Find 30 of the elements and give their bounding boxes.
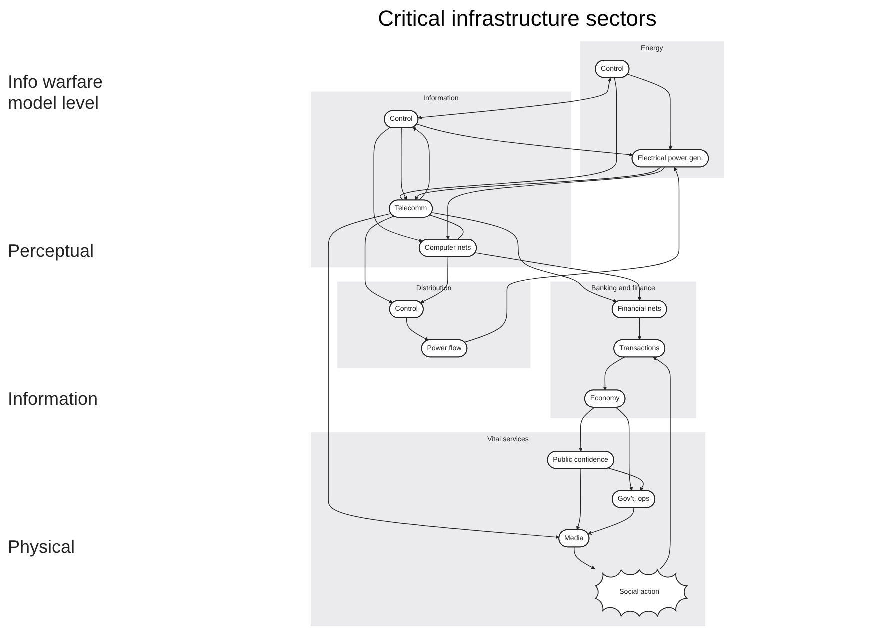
arrow — [415, 167, 662, 201]
arrow — [475, 252, 642, 302]
axis-heading: Info warfare model level — [8, 72, 104, 114]
arrow — [406, 318, 429, 341]
connector — [430, 214, 464, 240]
arrow — [464, 167, 680, 343]
arrow — [574, 547, 596, 570]
arrow — [374, 127, 424, 242]
arrow — [588, 508, 634, 535]
row-label: Information — [8, 389, 100, 410]
arrow — [412, 127, 430, 201]
arrow — [616, 407, 634, 492]
arrow — [638, 318, 642, 340]
connector — [400, 78, 618, 201]
arrow — [627, 74, 673, 150]
arrow — [328, 213, 560, 540]
arrow — [432, 212, 618, 303]
chart-title: Critical infrastructure sectors — [377, 5, 658, 33]
arrow — [576, 468, 582, 530]
arrow — [364, 216, 394, 304]
arrow — [653, 357, 671, 570]
arrow — [401, 128, 408, 201]
arrow — [608, 468, 644, 492]
arrow — [418, 78, 612, 120]
arrow — [446, 167, 666, 240]
arrow — [603, 357, 626, 391]
row-label: Perceptual — [8, 240, 96, 262]
arrow — [579, 407, 596, 452]
row-label: Physical — [8, 537, 76, 558]
arrow — [416, 124, 634, 157]
